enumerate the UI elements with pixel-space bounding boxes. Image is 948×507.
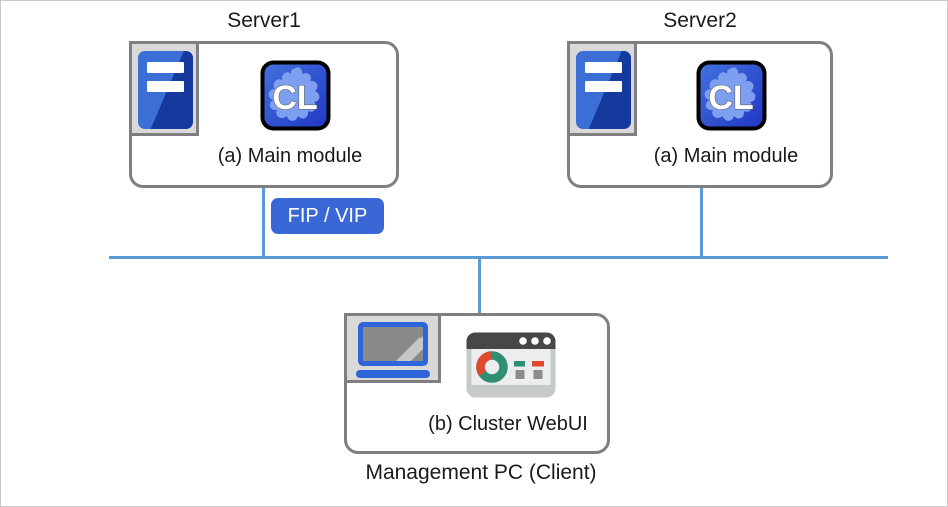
server2-connector-line	[700, 187, 703, 257]
server1-module-label: (a) Main module	[217, 145, 363, 167]
expresscluster-cl-icon: CL	[260, 60, 331, 131]
server1-box: CL (a) Main module	[129, 41, 399, 188]
laptop-screen	[358, 322, 428, 366]
browser-dashboard-icon	[466, 332, 556, 398]
server-tower-body	[138, 51, 193, 129]
server-tower-slot	[585, 81, 622, 92]
network-line	[109, 256, 888, 259]
server-tower-icon	[129, 41, 199, 136]
server-tower-slot	[147, 81, 184, 92]
server-tower-slot	[585, 62, 622, 73]
expresscluster-cl-icon: CL	[696, 60, 767, 131]
cl-icon-text: CL	[708, 79, 753, 117]
server-tower-body	[576, 51, 631, 129]
server-tower-icon	[567, 41, 637, 136]
fip-vip-badge: FIP / VIP	[271, 198, 384, 234]
server1-connector-line	[262, 187, 265, 257]
server2-box: CL (a) Main module	[567, 41, 833, 188]
management-pc-module-label: (b) Cluster WebUI	[428, 413, 588, 435]
laptop-base	[356, 370, 430, 378]
server2-module-label: (a) Main module	[653, 145, 799, 167]
cl-icon-text: CL	[272, 79, 317, 117]
management-pc-box: (b) Cluster WebUI	[344, 313, 610, 454]
server-tower-slot	[147, 62, 184, 73]
management-pc-caption: Management PC (Client)	[365, 461, 597, 484]
management-pc-connector-line	[478, 258, 481, 314]
laptop-icon	[344, 313, 441, 383]
server2-title: Server2	[663, 9, 737, 32]
server1-title: Server1	[227, 9, 301, 32]
